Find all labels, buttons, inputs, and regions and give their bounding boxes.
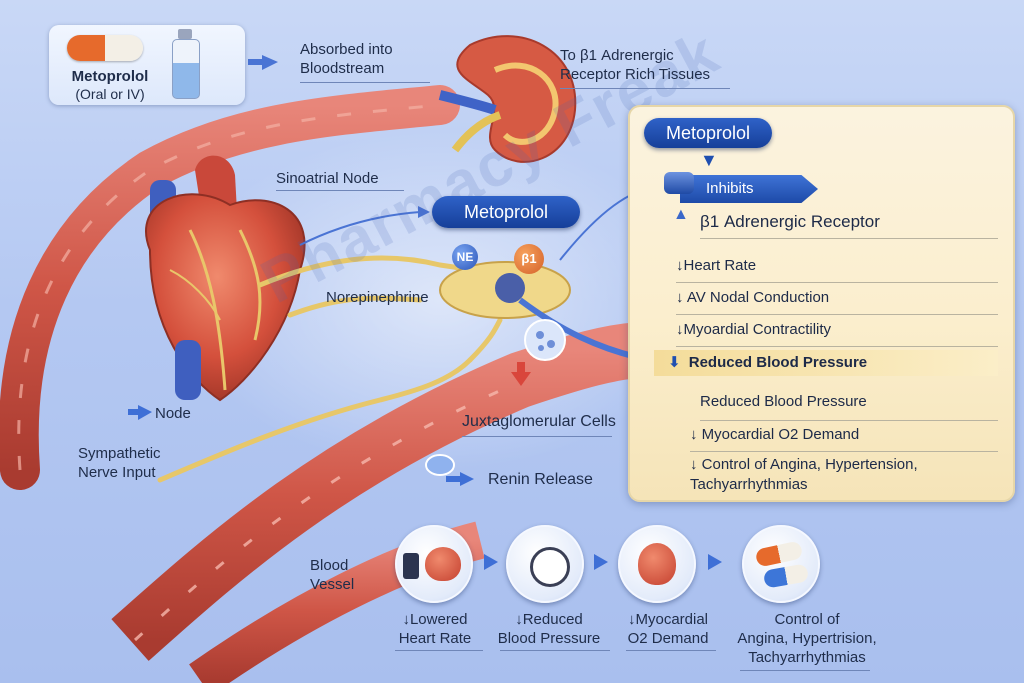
drug-route: (Oral or IV) [75,86,145,102]
kidney-icon [438,35,577,163]
drug-card: Metoprolol (Oral or IV) [49,25,245,105]
heart-bp-icon [425,547,461,581]
norepinephrine-label: Norepinephrine [326,289,429,306]
bp-cuff-icon [530,547,570,587]
down-arrow-icon: ⬇ [668,354,681,371]
sa-node-label: Sinoatrial Node [276,170,379,187]
av-node-label: Node [155,405,191,422]
outcome-label-3: ↓Myocardial O2 Demand [627,611,709,647]
blocker-capsule-icon [664,172,694,194]
mechanism-panel [628,105,1015,502]
outcome-circle-4 [742,525,820,603]
outcome-circle-2 [506,525,584,603]
outcome-label-2: ↓Reduced Blood Pressure [497,611,601,647]
synapse-drug-title: Metoprolol [432,196,580,228]
effect-control: ↓ Control of Angina, Hypertension, Tachy… [690,456,918,493]
panel-drug-title: Metoprolol [644,118,772,148]
b1-badge: β1 [514,244,544,274]
nerve-fibers [157,255,523,483]
down-arrow-icon: ▼ [700,150,718,170]
vessel-lower [111,322,643,661]
inhibits-tag: Inhibits [680,175,818,203]
outcome-label-4: Control of Angina, Hypertrision, Tachyar… [737,611,877,666]
receptor-tissue-label: To β1 Adrenergic Receptor Rich Tissues [560,47,711,83]
heart-icon [145,155,306,402]
effect-o2-demand: ↓ Myocardial O2 Demand [690,425,998,452]
outcome-circle-1 [395,525,473,603]
vial-icon [169,29,201,99]
up-arrow-icon: ▲ [673,206,689,223]
effect-reduced-bp: Reduced Blood Pressure [688,354,868,371]
b1-badge-text: β1 [521,251,537,266]
capsules-icon [754,540,804,568]
inhibits-label: Inhibits [706,180,754,197]
sympathetic-label: Sympathetic Nerve Input [78,445,161,481]
effect-reduced-bp-2: Reduced Blood Pressure [700,392,998,421]
effect-contractility: ↓Myoardial Contractility [676,320,998,347]
effect-reduced-bp-highlight: ⬇ Reduced Blood Pressure [654,350,998,376]
drug-name: Metoprolol [71,68,149,85]
juxtaglomerular-label: Juxtaglomerular Cells [462,413,616,430]
outcome-circle-3 [618,525,696,603]
receptor-row: β1 Adrenergic Receptor [700,212,998,239]
ne-badge: NE [452,244,478,270]
outcome-label-1: ↓Lowered Heart Rate [398,611,472,647]
ne-badge-text: NE [456,250,474,264]
renin-label: Renin Release [488,471,593,488]
absorbed-label: Absorbed into Bloodstream [300,41,393,77]
tablet-icon [67,35,143,61]
effect-heart-rate: ↓Heart Rate [676,256,998,283]
heart-icon [638,543,676,585]
blood-vessel-label: Blood Vessel [310,557,355,593]
effect-av-conduction: ↓ AV Nodal Conduction [676,288,998,315]
